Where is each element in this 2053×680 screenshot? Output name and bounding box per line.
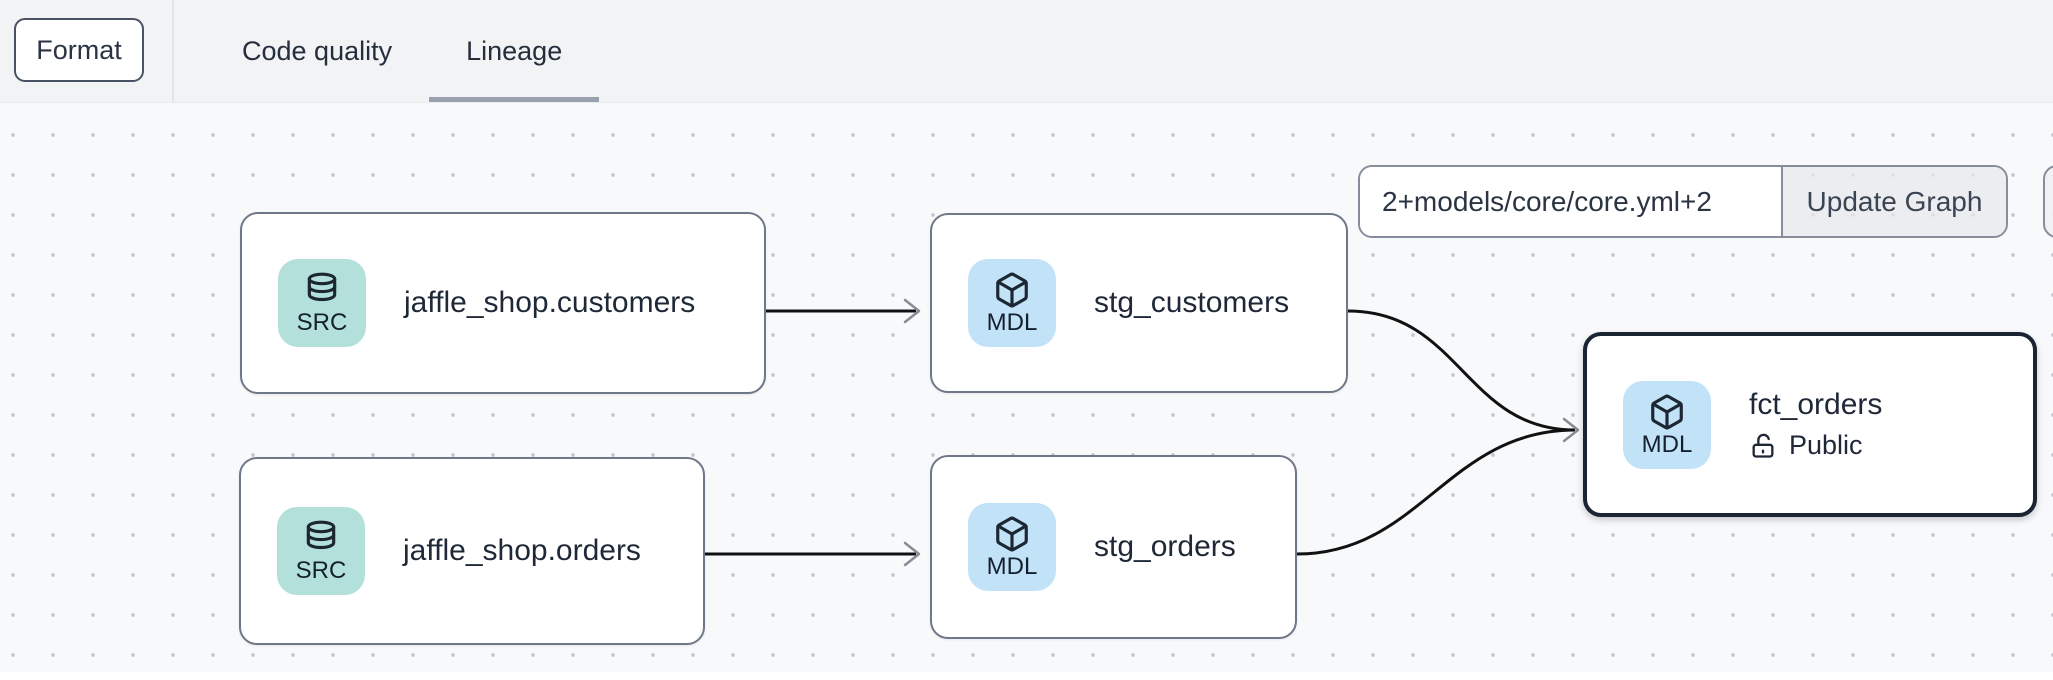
access-indicator: Public <box>1749 430 1882 461</box>
arrowhead-icon <box>1562 417 1580 443</box>
badge-label: SRC <box>295 557 347 584</box>
bottom-panel-edge <box>0 672 2053 680</box>
source-badge: SRC <box>278 259 366 347</box>
edge-stgorders-fct <box>1296 428 1576 556</box>
unlock-icon <box>1752 433 1774 458</box>
lineage-canvas[interactable]: SRC jaffle_shop.customers MDL stg_custom… <box>0 103 2053 672</box>
node-stg-customers[interactable]: MDL stg_customers <box>930 213 1348 393</box>
model-badge: MDL <box>1623 380 1711 469</box>
access-label: Public <box>1789 430 1863 461</box>
node-label: stg_orders <box>1094 529 1236 563</box>
tab-lineage-label: Lineage <box>466 36 563 66</box>
update-graph-button[interactable]: Update Graph <box>1781 167 2006 236</box>
model-badge: MDL <box>968 503 1056 591</box>
node-label: jaffle_shop.orders <box>403 533 641 567</box>
lineage-selector-group: Update Graph <box>1358 165 2008 238</box>
database-icon <box>307 272 337 302</box>
node-fct-orders[interactable]: MDL fct_orders Public <box>1583 332 2037 517</box>
lineage-edges <box>705 298 1580 567</box>
source-badge: SRC <box>277 507 365 595</box>
arrowhead-icon <box>903 541 921 567</box>
badge-label: MDL <box>986 309 1038 336</box>
clipped-control[interactable] <box>2043 165 2053 238</box>
node-stg-orders[interactable]: MDL stg_orders <box>930 455 1297 639</box>
badge-label: MDL <box>1641 430 1693 458</box>
edge-stgcustomers-fct <box>1347 309 1576 432</box>
node-jaffle-shop-customers[interactable]: SRC jaffle_shop.customers <box>240 212 766 394</box>
tab-code-quality[interactable]: Code quality <box>205 0 429 103</box>
node-label: fct_orders <box>1749 387 1883 421</box>
lineage-selector-input[interactable] <box>1360 167 1781 236</box>
database-icon <box>306 520 336 550</box>
arrowhead-icon <box>903 298 921 324</box>
cube-icon <box>1651 394 1683 430</box>
editor-toolbar: Format Code quality Lineage <box>0 0 2053 103</box>
badge-label: SRC <box>296 309 348 336</box>
result-tabs: Code quality Lineage <box>205 0 600 103</box>
node-label: jaffle_shop.customers <box>404 285 696 319</box>
cube-icon <box>996 272 1028 308</box>
model-badge: MDL <box>968 259 1056 347</box>
node-jaffle-shop-orders[interactable]: SRC jaffle_shop.orders <box>239 457 705 645</box>
node-label: stg_customers <box>1094 285 1290 319</box>
toolbar-divider <box>172 0 174 103</box>
format-button[interactable]: Format <box>14 18 144 82</box>
cube-icon <box>996 516 1028 552</box>
tab-lineage[interactable]: Lineage <box>429 0 600 103</box>
tab-code-quality-label: Code quality <box>242 36 393 66</box>
active-tab-indicator <box>429 97 600 102</box>
badge-label: MDL <box>986 553 1038 580</box>
